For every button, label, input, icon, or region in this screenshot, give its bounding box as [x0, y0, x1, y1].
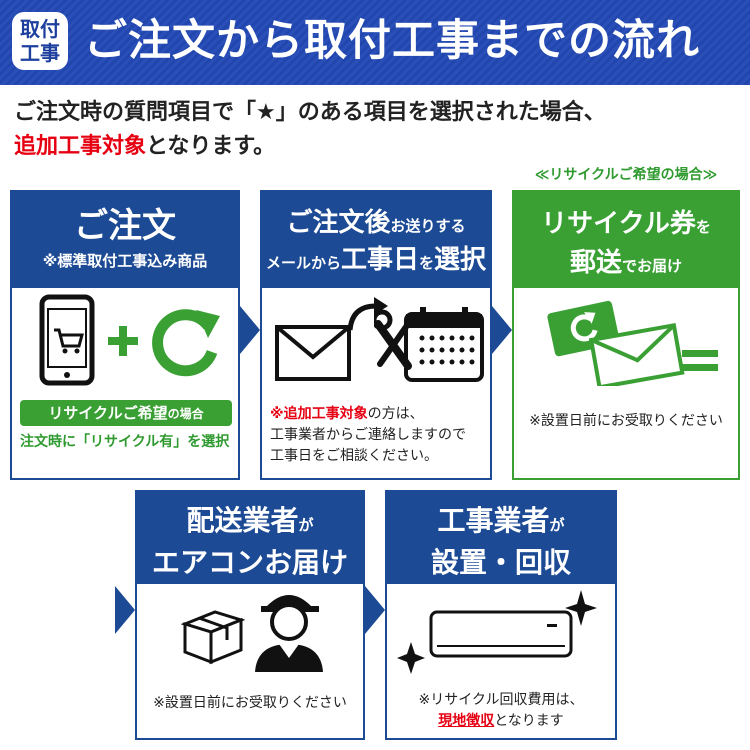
envelope-icon — [275, 325, 351, 381]
step-schedule-card: ご注文後お送りする メールから工事日を選択 ※追加工事対象の方は、 工事業者から… — [260, 190, 492, 480]
step-recycle-ticket-note: ※設置日前にお受取りください — [529, 413, 723, 429]
step-install-note-red: 現地徴収 — [438, 713, 495, 729]
step-recycle-ticket-title-b: 郵送 — [569, 248, 622, 278]
recycle-option-note: ≪リサイクルご希望の場合≫ — [534, 167, 718, 183]
flow-arrow-3 — [115, 586, 135, 634]
step-order-card: ご注文 ※標準取付工事込み商品 リサイクルご希望の場合 注文時に「リサイクル有」… — [10, 190, 240, 480]
step-delivery-note: ※設置日前にお受取りください — [153, 695, 347, 711]
recycle-option-pill: リサイクルご希望の場合 — [20, 400, 232, 426]
step-recycle-ticket-title-line-2: 郵送でお届け — [514, 245, 738, 284]
tools-calendar-icon — [374, 307, 484, 382]
step-install-note-rest: となります — [494, 713, 564, 729]
step-delivery-title-a-small: が — [298, 516, 314, 534]
step-schedule-title-b: 工事日 — [340, 245, 419, 275]
intro-line-2: 追加工事対象となります。 — [14, 130, 734, 164]
step-schedule-note-red: ※追加工事対象 — [270, 406, 368, 422]
step-schedule-title-a: ご注文後 — [286, 208, 391, 238]
step-schedule-title-line-2: メールから工事日を選択 — [262, 243, 490, 280]
step-delivery-title-a: 配送業者 — [186, 504, 299, 537]
badge-line-2: 工事 — [20, 41, 60, 65]
flow-arrow-4 — [365, 586, 385, 634]
step-recycle-ticket-title-line-1: リサイクル券を — [514, 206, 738, 245]
page-title: ご注文から取付工事までの流れ — [84, 16, 700, 66]
step-install-card: 工事業者が 設置・回収 ※リサイクル回収費用は、 現地徴収となります — [385, 490, 617, 740]
step-order-subtitle: ※標準取付工事込み商品 — [42, 252, 208, 270]
flow-arrow-2 — [492, 306, 512, 354]
step-recycle-ticket-title-a-small: を — [695, 218, 711, 236]
installation-badge: 取付 工事 — [12, 12, 68, 70]
badge-line-1: 取付 — [20, 17, 60, 41]
header-banner: 取付 工事 ご注文から取付工事までの流れ — [0, 0, 750, 85]
step-order-title: ご注文 — [74, 206, 176, 246]
step-order-note: 注文時に「リサイクル有」を選択 — [20, 434, 230, 450]
step-delivery-title-line-1: 配送業者が — [137, 502, 363, 544]
flow-arrow-1 — [240, 306, 260, 354]
smartphone-cart-icon — [39, 294, 95, 386]
step-install-header: 工事業者が 設置・回収 — [387, 492, 615, 584]
step-delivery-header: 配送業者が エアコンお届け — [137, 492, 363, 584]
step-recycle-ticket-title-a: リサイクル券 — [541, 209, 696, 239]
step-schedule-note-rest: の方は、 — [367, 406, 424, 422]
step-install-title-a: 工事業者 — [437, 504, 550, 537]
step-schedule-title-line-1: ご注文後お送りする — [262, 206, 490, 243]
step-install-note: ※リサイクル回収費用は、 現地徴収となります — [387, 690, 615, 732]
step-recycle-ticket-title-b-small: でお届け — [622, 257, 683, 275]
step-install-title-line-1: 工事業者が — [387, 502, 615, 544]
recycle-option-pill-small: の場合 — [167, 407, 204, 421]
step-install-title-b: 設置・回収 — [430, 546, 571, 579]
step-schedule-title-b-small2: を — [419, 254, 435, 272]
step-install-note-line-2: 現地徴収となります — [387, 711, 615, 732]
step-install-title-a-small: が — [549, 516, 565, 534]
recycle-icon — [152, 309, 220, 377]
step-schedule-note-line-2: 工事業者からご連絡しますので — [270, 427, 466, 443]
step-schedule-title-a-small: お送りする — [390, 217, 466, 235]
step-recycle-ticket-card: リサイクル券を 郵送でお届け ※設置日前にお受取りください — [512, 190, 740, 480]
intro-line-2-rest: となります。 — [146, 134, 276, 159]
intro-additional-work: 追加工事対象 — [14, 134, 147, 159]
curved-arrow-icon — [347, 297, 388, 331]
step-schedule-note: ※追加工事対象の方は、 工事業者からご連絡しますので 工事日をご相談ください。 — [270, 404, 486, 467]
recycle-ticket-mail-icon — [547, 300, 718, 386]
air-conditioner-icon — [397, 590, 597, 674]
step-schedule-header: ご注文後お送りする メールから工事日を選択 — [262, 192, 490, 288]
step-delivery-card: 配送業者が エアコンお届け ※設置日前にお受取りください — [135, 490, 365, 740]
box-icon — [181, 610, 245, 665]
intro-line-1: ご注文時の質問項目で「★」のある項目を選択された場合、 — [14, 100, 606, 125]
step-install-note-line-1: ※リサイクル回収費用は、 — [418, 692, 584, 708]
step-recycle-ticket-header: リサイクル券を 郵送でお届け — [514, 192, 738, 288]
step-order-header: ご注文 ※標準取付工事込み商品 — [12, 192, 238, 288]
step-schedule-title-b-small: メールから — [265, 254, 341, 272]
step-schedule-note-line-3: 工事日をご相談ください。 — [270, 448, 438, 464]
intro-text: ご注文時の質問項目で「★」のある項目を選択された場合、 追加工事対象となります。 — [14, 96, 734, 164]
step-schedule-title-b2: 選択 — [434, 245, 487, 275]
plus-icon — [108, 326, 138, 356]
step-schedule-note-line-1: ※追加工事対象の方は、 — [270, 404, 486, 425]
step-delivery-title-b: エアコンお届け — [151, 546, 348, 579]
delivery-person-icon — [255, 595, 323, 672]
recycle-option-pill-main: リサイクルご希望 — [48, 404, 168, 422]
